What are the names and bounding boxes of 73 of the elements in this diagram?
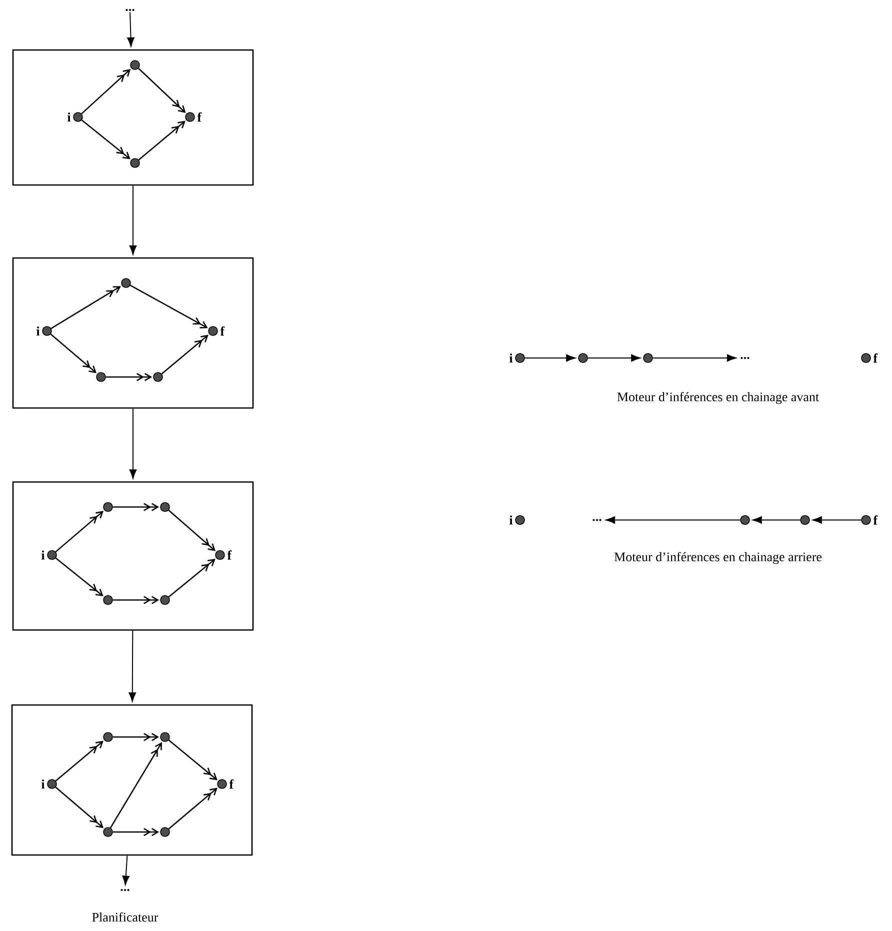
- state-dot: [121, 278, 131, 288]
- arrow: [127, 12, 134, 47]
- arrow: [752, 516, 801, 524]
- state-label: i: [41, 550, 45, 560]
- arrow: [112, 596, 160, 604]
- ellipsis-text: ...: [740, 356, 750, 360]
- caption: Moteur d’inférences en chainage arriere: [614, 552, 822, 564]
- state-label: i: [509, 516, 513, 525]
- arrow: [122, 855, 130, 886]
- graph-box: [11, 704, 253, 856]
- state-dot: [740, 515, 750, 525]
- graph-box: [12, 257, 254, 409]
- state-dot: [96, 372, 106, 382]
- arrow: [812, 516, 862, 524]
- state-dot: [103, 502, 113, 512]
- arrow: [112, 502, 160, 512]
- arrow: [168, 788, 218, 830]
- ellipsis-text: ...: [126, 8, 134, 12]
- arrow: [587, 354, 640, 362]
- arrow: [129, 408, 137, 479]
- arrow: [652, 354, 736, 362]
- arrow: [55, 740, 104, 782]
- state-label: i: [41, 780, 45, 789]
- arrow: [606, 516, 741, 524]
- state-dot: [103, 732, 113, 742]
- state-label: f: [873, 515, 878, 525]
- arrow: [524, 354, 576, 362]
- state-dot: [153, 372, 163, 382]
- arrow: [55, 786, 104, 828]
- arrow: [50, 334, 97, 374]
- arrow: [106, 372, 152, 382]
- state-label: f: [227, 550, 232, 560]
- caption: Planificateur: [92, 912, 158, 922]
- state-label: i: [67, 112, 71, 122]
- arrow: [112, 828, 160, 836]
- state-label: f: [220, 326, 225, 336]
- arrow: [138, 120, 186, 160]
- arrow: [50, 286, 121, 330]
- graph-box: [12, 49, 254, 186]
- ellipsis-text: ...: [592, 518, 602, 522]
- state-dot: [130, 158, 140, 168]
- state-label: f: [229, 779, 234, 789]
- caption: Moteur d’inférences en chainage avant: [617, 392, 819, 404]
- state-label: i: [509, 354, 513, 363]
- state-dot: [160, 827, 170, 837]
- graph-box: [12, 481, 254, 631]
- arrow: [128, 630, 136, 702]
- state-dot: [800, 515, 810, 525]
- state-dot: [643, 353, 653, 363]
- arrow: [168, 740, 218, 780]
- state-dot: [130, 60, 140, 70]
- state-label: i: [36, 326, 40, 336]
- arrow: [81, 120, 130, 160]
- arrow: [129, 185, 137, 255]
- state-dot: [578, 353, 588, 363]
- arrow: [161, 334, 208, 374]
- arrow: [112, 732, 160, 742]
- state-label: f: [197, 112, 202, 122]
- state-dot: [160, 502, 170, 512]
- state-dot: [160, 595, 170, 605]
- arrow: [138, 68, 186, 113]
- arrow: [81, 68, 131, 114]
- arrow: [168, 558, 216, 598]
- arrow: [55, 510, 104, 552]
- arrow: [130, 284, 208, 328]
- arrow: [168, 510, 216, 552]
- arrow: [110, 742, 162, 828]
- state-dot: [103, 827, 113, 837]
- state-dot: [160, 732, 170, 742]
- state-dot: [103, 595, 113, 605]
- arrow: [55, 558, 104, 596]
- state-label: f: [873, 353, 878, 363]
- ellipsis-text: ...: [120, 888, 130, 892]
